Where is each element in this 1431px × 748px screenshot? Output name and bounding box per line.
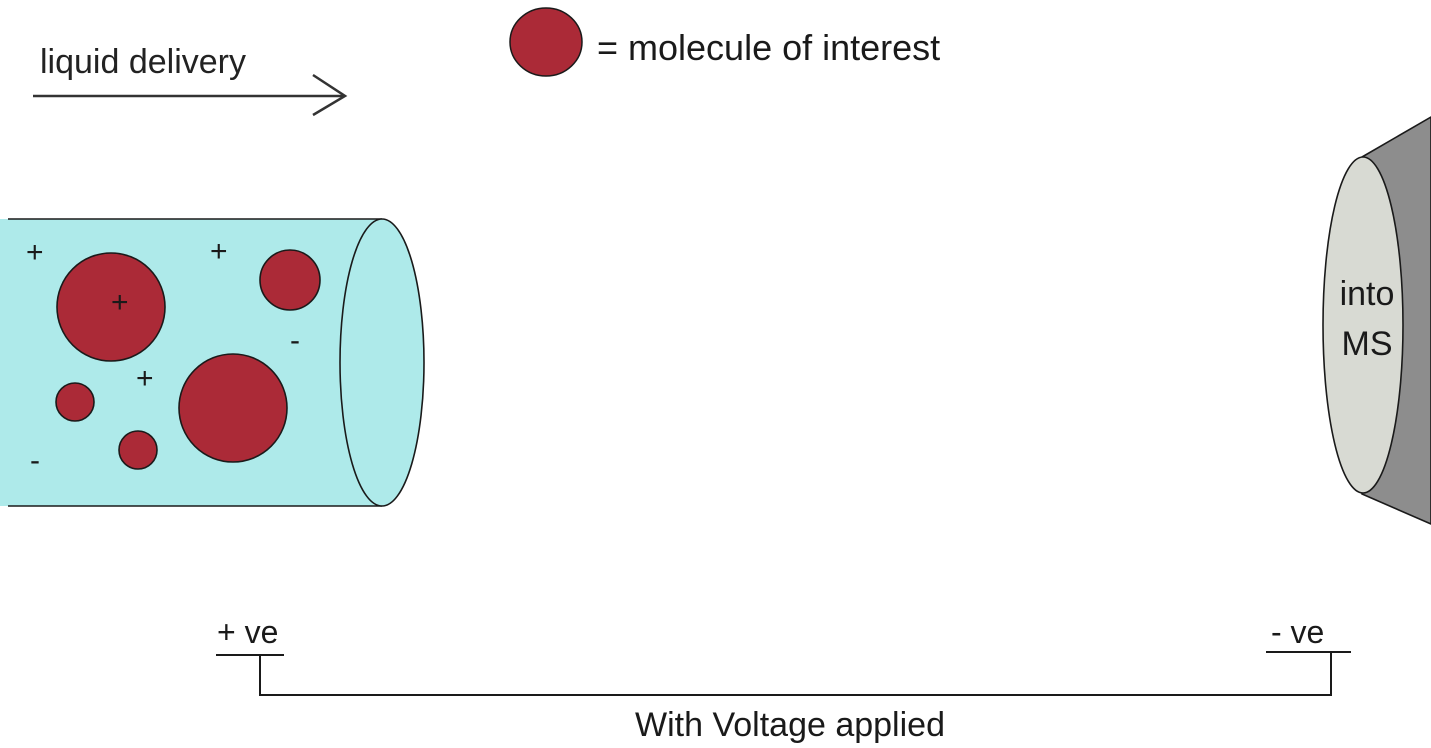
voltage-circuit: + ve - ve With Voltage applied [216,614,1351,744]
molecules [55,249,321,470]
flow-arrow-icon [33,73,348,117]
charges: + + + + - - [26,235,300,477]
circuit-wire [259,652,1332,696]
charge-sign: + [111,286,129,319]
molecule [178,353,288,463]
molecule [56,252,166,362]
charge-sign: - [30,444,40,477]
ms-inlet-label-line1: into [1340,275,1395,313]
ms-inlet: into MS [1322,116,1431,525]
molecule [259,249,321,311]
capillary-body [0,219,382,506]
molecule [55,382,95,422]
legend-molecule-icon [509,7,583,77]
legend-label: = molecule of interest [597,27,940,68]
circuit-caption: With Voltage applied [635,706,945,744]
capillary-opening [339,218,425,507]
molecule [118,430,158,470]
charge-sign: - [290,324,300,357]
charge-sign: + [26,236,44,269]
negative-terminal-label: - ve [1271,614,1324,650]
liquid-delivery-label: liquid delivery [40,43,246,81]
ms-inlet-face [1322,156,1404,494]
charge-sign: + [210,235,228,268]
positive-terminal-label: + ve [217,614,278,650]
charge-sign: + [136,362,154,395]
ms-inlet-label-line2: MS [1342,325,1393,363]
